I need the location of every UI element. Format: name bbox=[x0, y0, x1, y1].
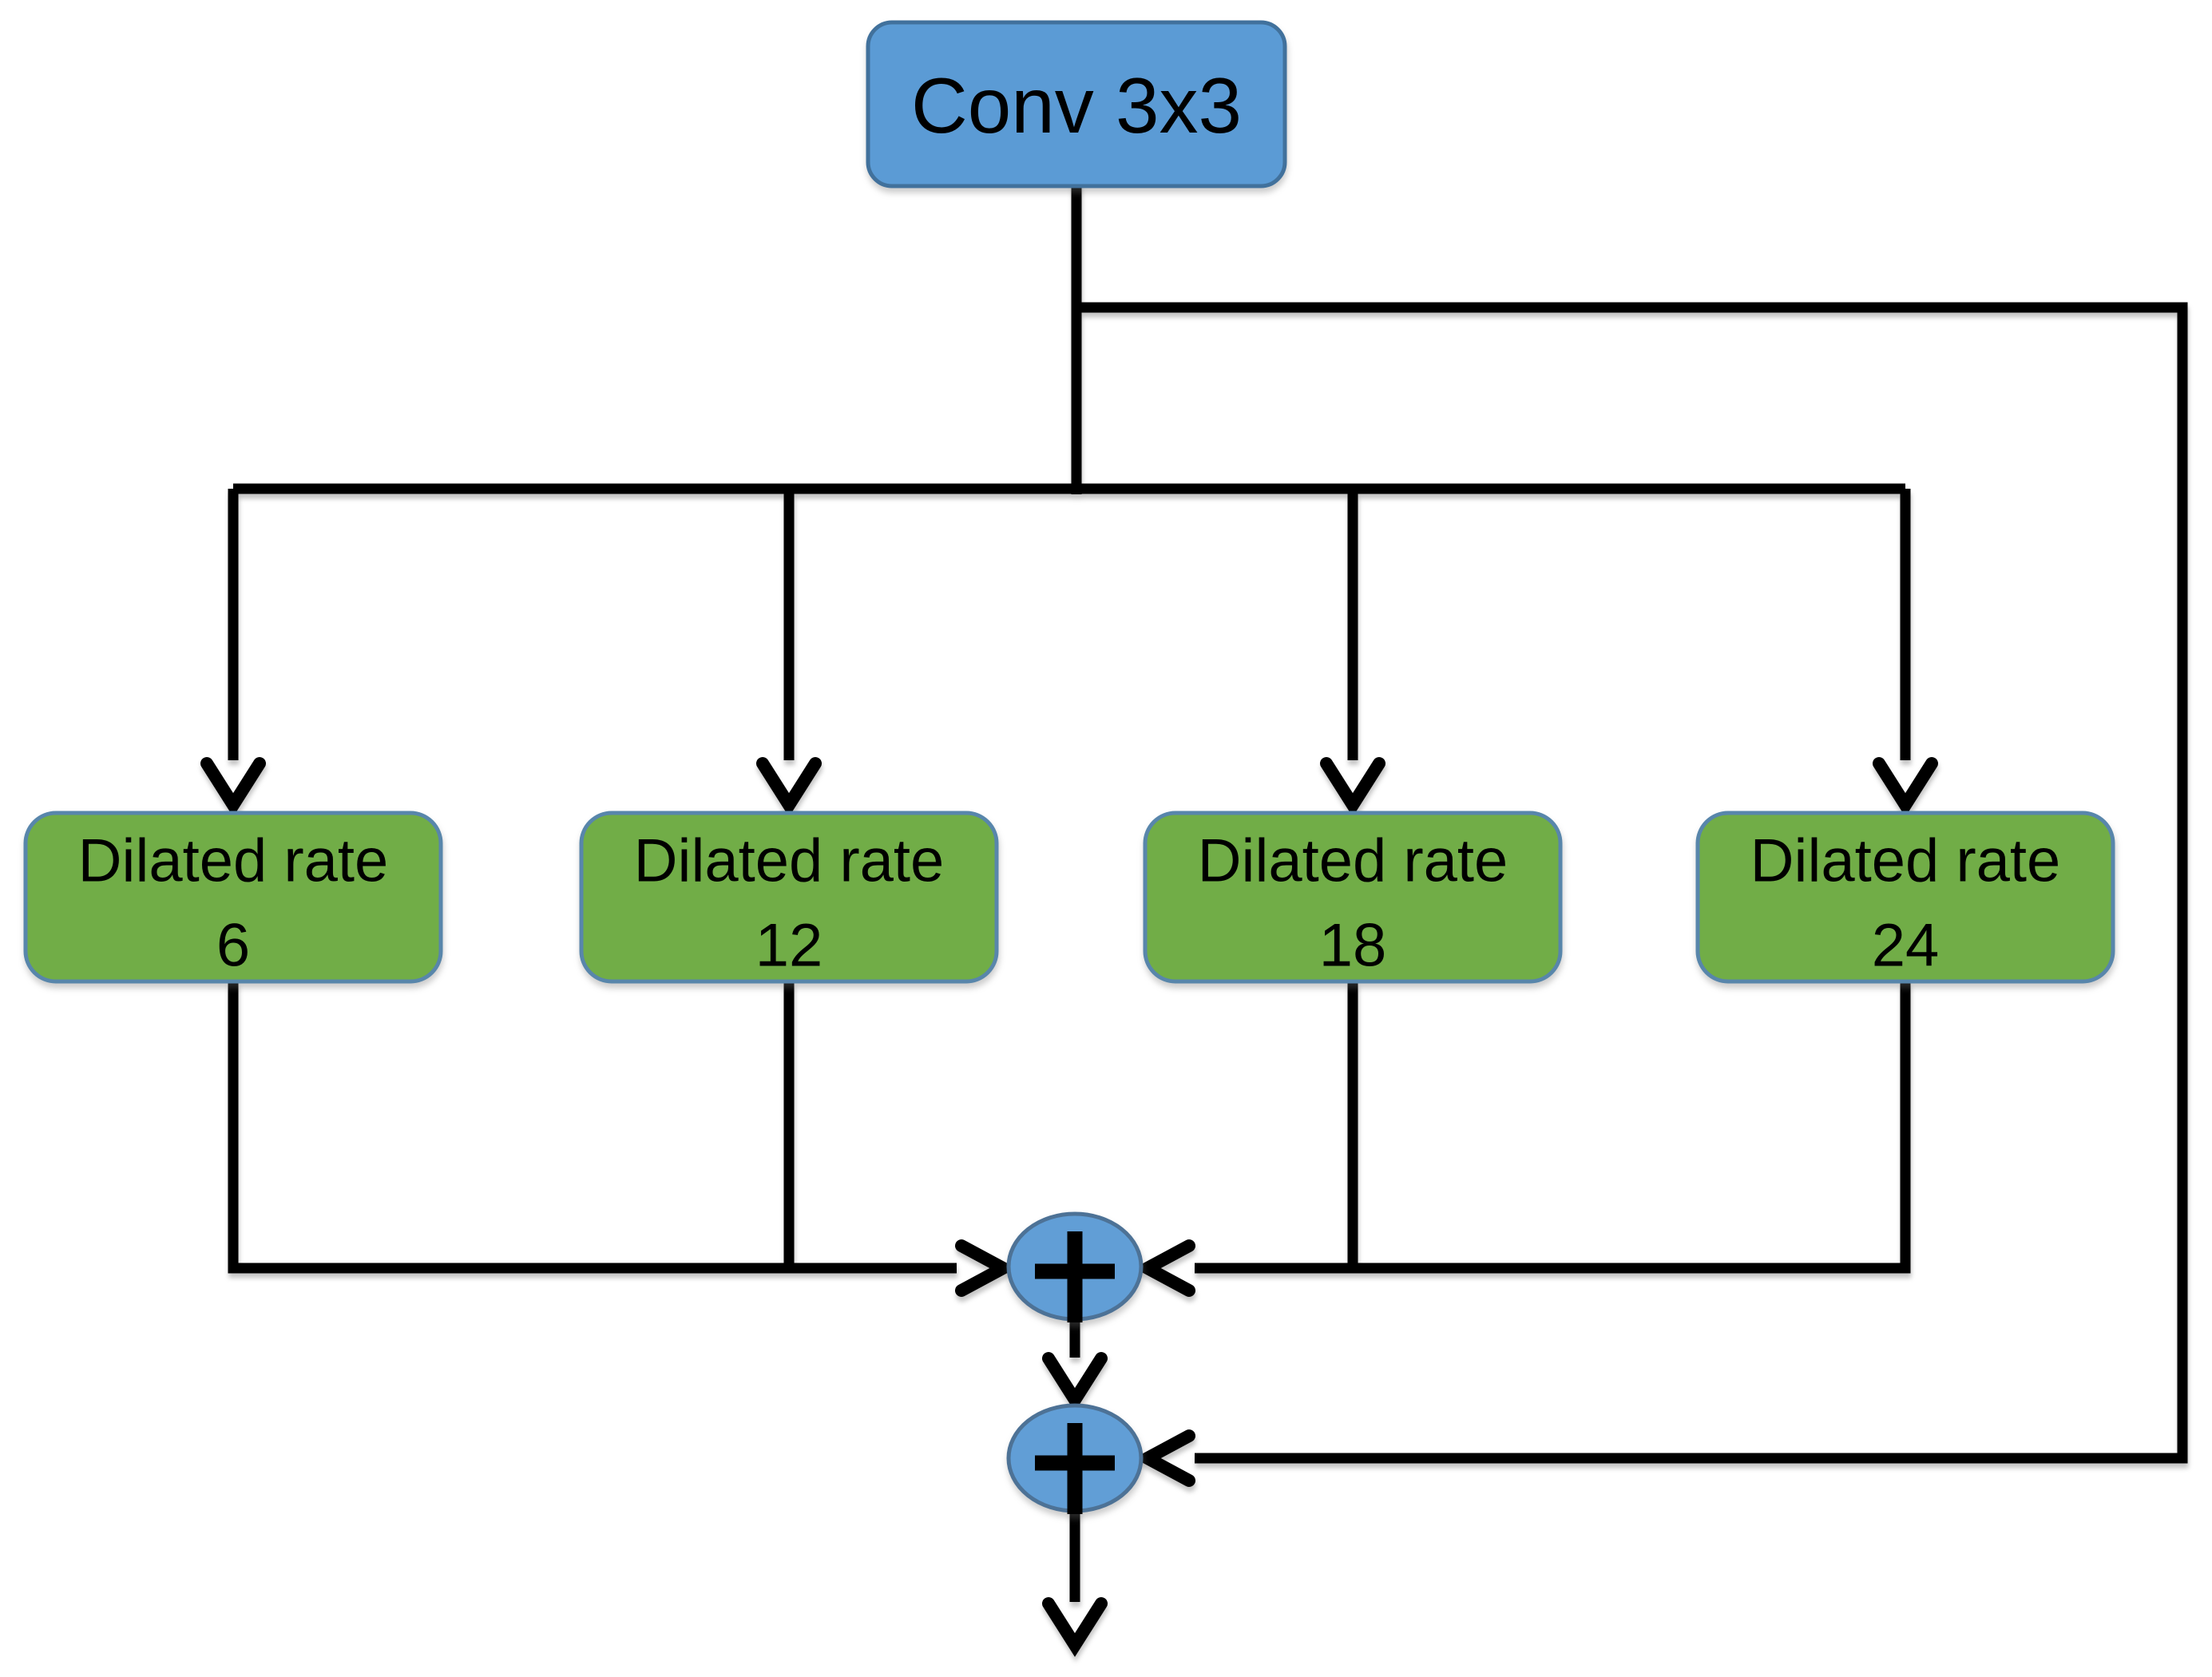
branch-node-rate12 bbox=[579, 811, 999, 984]
branch-node-rate12-label-line1: Dilated rate bbox=[634, 827, 945, 895]
branch-node-rate12-label-line2: 12 bbox=[755, 912, 823, 980]
plus-icon bbox=[1035, 1231, 1115, 1322]
branch-node-rate24-label-line1: Dilated rate bbox=[1750, 827, 2061, 895]
arrowhead-down-branch2-icon bbox=[756, 757, 822, 817]
branch-node-rate18 bbox=[1143, 811, 1563, 984]
arrowhead-down-branch1-icon bbox=[200, 757, 266, 817]
arrowhead-right-into-sum1-icon bbox=[955, 1239, 1017, 1297]
conv-node-label: Conv 3x3 bbox=[911, 61, 1242, 149]
plus-icon bbox=[1035, 1423, 1115, 1514]
branch-node-rate18-label-line2: 18 bbox=[1319, 912, 1387, 980]
conv-node bbox=[866, 20, 1287, 188]
arrowhead-left-skip-icon bbox=[1134, 1429, 1195, 1487]
arrowhead-down-branch4-icon bbox=[1873, 757, 1938, 817]
branch1-collector-line bbox=[228, 981, 957, 1274]
arrowhead-left-into-sum1-icon bbox=[1134, 1239, 1195, 1297]
skip-connection-line bbox=[1076, 302, 2188, 1464]
branch-node-rate6-label-line1: Dilated rate bbox=[78, 827, 389, 895]
diagram-nodes: Conv 3x3 Dilated rate 6 Dilated rate 12 … bbox=[23, 20, 2115, 1514]
branch-node-rate24 bbox=[1695, 811, 2115, 984]
branch-node-rate6-label-line2: 6 bbox=[216, 912, 250, 980]
branch-node-rate18-label-line1: Dilated rate bbox=[1198, 827, 1508, 895]
branch-node-rate24-label-line2: 24 bbox=[1872, 912, 1940, 980]
arrowhead-down-output-icon bbox=[1042, 1597, 1108, 1657]
branch-node-rate6 bbox=[23, 811, 443, 984]
arrowhead-down-branch3-icon bbox=[1320, 757, 1385, 817]
connector-lines bbox=[200, 182, 2188, 1657]
arrowhead-down-sum2-icon bbox=[1042, 1352, 1108, 1412]
branch4-collector-line bbox=[1195, 981, 1911, 1274]
